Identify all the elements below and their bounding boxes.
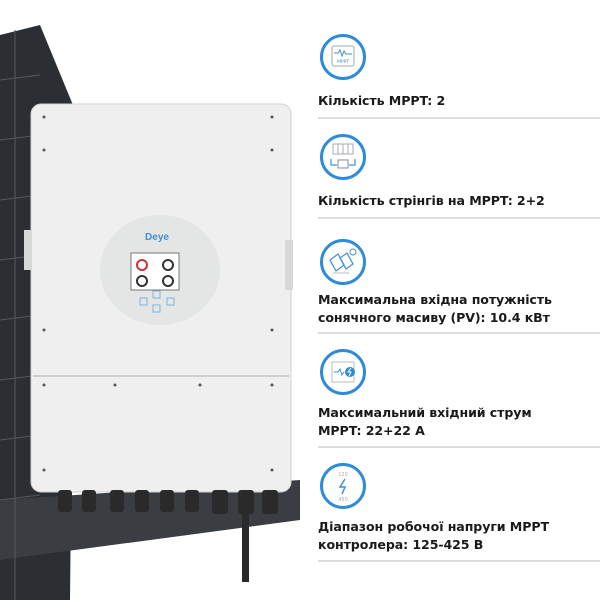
- spec-line: Кількість стрінгів на MPPT: 2+2: [318, 193, 545, 208]
- spec-mppt-count: Кількість MPPT: 2: [318, 92, 445, 110]
- voltage-range-top: 120: [338, 472, 348, 478]
- spec-line: Максимальна вхідна потужність: [318, 292, 552, 307]
- inverter-product-image: Deye: [0, 25, 300, 600]
- cable-connectors: [58, 490, 278, 582]
- spec-max-pv-power: Максимальна вхідна потужність сонячного м…: [318, 291, 552, 327]
- spec-line: Максимальний вхідний струм: [318, 405, 532, 420]
- divider: [318, 332, 600, 334]
- voltage-range-icon: 120 450: [320, 463, 366, 509]
- solar-strings-icon: [320, 134, 366, 180]
- solar-array-sun-icon: [320, 239, 366, 285]
- spec-line: MPPT: 22+22 A: [318, 423, 425, 438]
- spec-line: сонячного масиву (PV): 10.4 кВт: [318, 310, 550, 325]
- spec-line: Діапазон робочої напруги MPPT: [318, 519, 549, 534]
- voltage-range-bottom: 450: [338, 497, 348, 503]
- mppt-monitor-icon: MPPT: [320, 34, 366, 80]
- divider: [318, 446, 600, 448]
- divider: [318, 217, 600, 219]
- divider: [318, 117, 600, 119]
- spec-line: контролера: 125-425 В: [318, 537, 484, 552]
- spec-line: Кількість MPPT: 2: [318, 93, 446, 108]
- spec-strings-per-mppt: Кількість стрінгів на MPPT: 2+2: [318, 192, 545, 210]
- divider: [318, 560, 600, 562]
- inverter-body: Deye: [24, 103, 293, 493]
- mppt-icon-label: MPPT: [337, 59, 349, 65]
- input-current-bolt-icon: [320, 349, 366, 395]
- spec-mppt-voltage-range: Діапазон робочої напруги MPPT контролера:…: [318, 518, 549, 554]
- deye-logo: Deye: [145, 232, 169, 243]
